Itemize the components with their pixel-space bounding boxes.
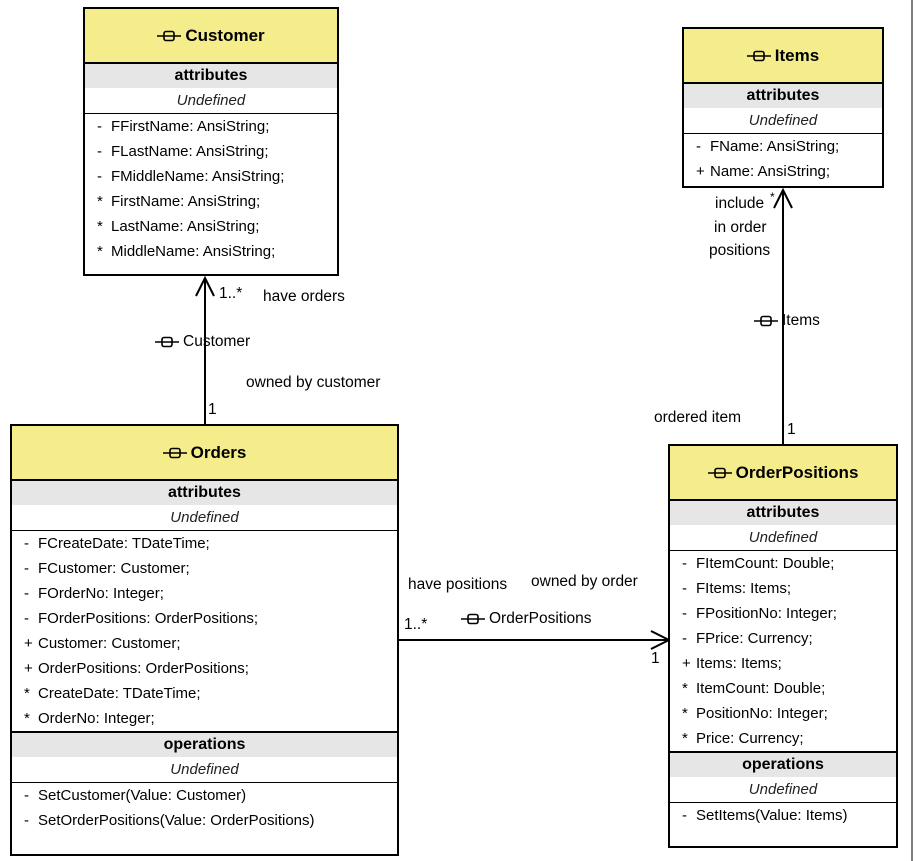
class-component-icon [155,336,179,348]
customer-attribute-list: -FFirstName: AnsiString; -FLastName: Ans… [85,114,337,264]
orderpositions-attributes-title: attributes [670,501,896,525]
orderpositions-operations-title: operations [670,753,896,777]
attribute: +OrderPositions: OrderPositions; [24,660,249,677]
attribute: -FFirstName: AnsiString; [97,118,270,135]
orders-attributes-title: attributes [12,481,397,505]
customer-attributes-title: attributes [85,64,337,88]
attribute: *CreateDate: TDateTime; [24,685,201,702]
arrowhead-customer [195,275,215,297]
mult-customer-end: 1..* [219,285,243,302]
attribute: *PositionNo: Integer; [682,705,828,722]
orderpositions-attribute-list: -FItemCount: Double; -FItems: Items; -FP… [670,551,896,751]
attribute: -FPositionNo: Integer; [682,605,837,622]
operation: -SetCustomer(Value: Customer) [24,787,247,804]
arrowhead-items [773,187,793,209]
items-attribute-list: -FName: AnsiString; +Name: AnsiString; [684,134,882,184]
class-customer-header: Customer [85,9,337,64]
attribute: -FPrice: Currency; [682,630,813,647]
assoc-name-include-line1: include [715,195,765,212]
mult-items-end: * [770,190,775,204]
class-orders-name: Orders [190,442,247,462]
assoc-name-have-orders: have orders [263,288,345,305]
attribute: -FCreateDate: TDateTime; [24,535,210,552]
attribute: +Items: Items; [682,655,782,672]
class-component-icon [461,613,485,625]
mult-orderpositions-end: 1 [787,421,796,438]
class-orderpositions-name: OrderPositions [735,462,859,482]
orders-operations-sub: Undefined [12,757,397,783]
customer-attributes-sub: Undefined [85,88,337,114]
orderpositions-attributes-sub: Undefined [670,525,896,551]
mult-orders-side: 1..* [404,616,428,633]
attribute: -FOrderPositions: OrderPositions; [24,610,259,627]
orders-attributes-sub: Undefined [12,505,397,531]
items-attributes-sub: Undefined [684,108,882,134]
class-component-icon [747,50,771,62]
role-customer: Customer [155,333,250,351]
assoc-name-include-line2: in order [714,219,767,236]
orders-operation-list: -SetCustomer(Value: Customer) -SetOrderP… [12,783,397,833]
attribute: *ItemCount: Double; [682,680,826,697]
class-orderpositions[interactable]: OrderPositions attributes Undefined -FIt… [668,444,898,848]
attribute: -FItems: Items; [682,580,792,597]
operation: -SetItems(Value: Items) [682,807,848,824]
attribute: *LastName: AnsiString; [97,218,260,235]
operation: -SetOrderPositions(Value: OrderPositions… [24,812,315,829]
class-customer-name: Customer [185,25,265,45]
attribute: +Customer: Customer; [24,635,181,652]
class-customer[interactable]: Customer attributes Undefined -FFirstNam… [83,7,339,276]
assoc-name-have-positions: have positions [408,576,508,593]
orders-operations-title: operations [12,733,397,757]
assoc-name-owned-by-customer: owned by customer [246,374,381,391]
class-component-icon [754,315,778,327]
role-items-label: Items [782,312,820,329]
assoc-name-owned-by-order: owned by order [531,573,638,590]
attribute: *Price: Currency; [682,730,804,747]
class-component-icon [708,467,732,479]
role-orderpositions: OrderPositions [461,610,592,628]
orderpositions-operations-sub: Undefined [670,777,896,803]
class-items-header: Items [684,29,882,84]
assoc-name-include-line3: positions [709,242,771,259]
attribute: *MiddleName: AnsiString; [97,243,276,260]
role-items: Items [754,312,820,330]
attribute: -FOrderNo: Integer; [24,585,164,602]
assoc-name-ordered-item: ordered item [654,409,742,426]
class-component-icon [157,30,181,42]
class-items[interactable]: Items attributes Undefined -FName: AnsiS… [682,27,884,188]
attribute: +Name: AnsiString; [696,163,831,180]
class-orders[interactable]: Orders attributes Undefined -FCreateDate… [10,424,399,856]
attribute: -FItemCount: Double; [682,555,835,572]
class-component-icon [163,447,187,459]
role-orderpositions-label: OrderPositions [489,610,592,627]
orderpositions-operation-list: -SetItems(Value: Items) [670,803,896,828]
items-attributes-title: attributes [684,84,882,108]
class-items-name: Items [774,45,820,65]
attribute: *OrderNo: Integer; [24,710,155,727]
attribute: -FCustomer: Customer; [24,560,190,577]
attribute: -FMiddleName: AnsiString; [97,168,285,185]
attribute: *FirstName: AnsiString; [97,193,261,210]
attribute: -FName: AnsiString; [696,138,840,155]
class-orders-header: Orders [12,426,397,481]
mult-orders-end: 1 [208,401,217,418]
role-customer-label: Customer [183,333,251,350]
attribute: -FLastName: AnsiString; [97,143,269,160]
class-orderpositions-header: OrderPositions [670,446,896,501]
mult-orderpositions-side: 1 [651,650,660,667]
orders-attribute-list: -FCreateDate: TDateTime; -FCustomer: Cus… [12,531,397,731]
